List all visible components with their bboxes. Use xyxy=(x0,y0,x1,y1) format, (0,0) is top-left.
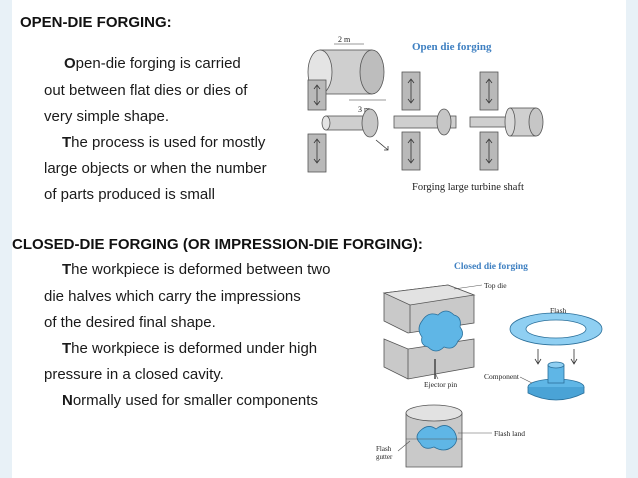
open-die-line: very simple shape. xyxy=(44,108,170,125)
slide: OPEN-DIE FORGING: Open-die forging is ca… xyxy=(12,0,626,478)
workpiece xyxy=(418,310,463,352)
closed-die-line: Normally used for smaller components xyxy=(62,392,318,409)
dim-side-label: 3 m xyxy=(358,105,371,114)
open-die-figure-title: Open die forging xyxy=(412,41,492,53)
leader-line xyxy=(453,284,483,290)
open-die-caption: Forging large turbine shaft xyxy=(412,182,524,193)
label-component: Component xyxy=(484,372,520,381)
label-flash: Flash xyxy=(550,306,567,315)
component xyxy=(527,361,585,401)
label-flash-land: Flash land xyxy=(494,429,525,438)
feed-arrow-icon xyxy=(375,139,389,151)
closed-die-line: pressure in a closed cavity. xyxy=(44,366,224,383)
open-die-line: out between flat dies or dies of xyxy=(44,82,248,99)
die-pair-1 xyxy=(307,79,379,173)
closed-die-figure: Closed die forging Top die Ejector pin F… xyxy=(362,255,612,475)
open-die-line: The process is used for mostly xyxy=(62,134,266,151)
closed-die-line: die halves which carry the impressions xyxy=(44,288,301,305)
label-ejector-pin: Ejector pin xyxy=(424,380,457,389)
leader-line xyxy=(434,372,439,380)
bottom-die xyxy=(383,338,475,380)
open-die-line: of parts produced is small xyxy=(44,186,215,203)
label-flash-gutter-1: Flash xyxy=(376,445,392,453)
open-die-figure: Open die forging 2 m 3 m xyxy=(294,28,554,198)
flash-ring xyxy=(509,312,603,346)
label-top-die: Top die xyxy=(484,281,507,290)
closed-die-line: of the desired final shape. xyxy=(44,314,216,331)
closed-die-line: The workpiece is deformed between two xyxy=(62,261,331,278)
die-pair-3 xyxy=(469,71,544,171)
ingot-cylinder xyxy=(307,49,385,95)
open-die-line: Open-die forging is carried xyxy=(64,55,241,72)
closed-die-figure-title: Closed die forging xyxy=(454,262,528,272)
arrow-down-icon xyxy=(570,349,578,365)
open-die-line: large objects or when the number xyxy=(44,160,267,177)
open-die-heading: OPEN-DIE FORGING: xyxy=(20,14,172,31)
closed-die-heading: CLOSED-DIE FORGING (OR IMPRESSION-DIE FO… xyxy=(12,236,423,253)
leader-line xyxy=(397,440,411,452)
leader-line xyxy=(519,376,533,384)
dim-top-label: 2 m xyxy=(338,35,351,44)
die-pair-2 xyxy=(393,71,457,171)
closed-die-line: The workpiece is deformed under high xyxy=(62,340,318,357)
label-flash-gutter-2: gutter xyxy=(376,453,393,461)
arrow-down-icon xyxy=(534,349,542,365)
section-die xyxy=(405,404,463,468)
